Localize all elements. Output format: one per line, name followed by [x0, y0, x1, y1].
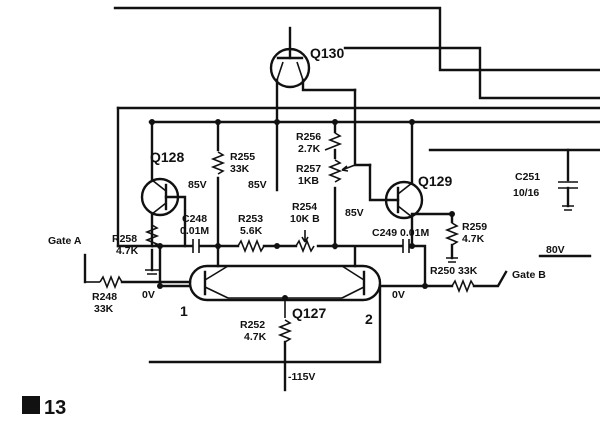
r259-value: 4.7K: [462, 233, 485, 245]
r255-name: R255: [230, 151, 255, 163]
r255-value: 33K: [230, 163, 250, 175]
r256-name: R256: [296, 131, 321, 143]
q129-label: Q129: [418, 173, 452, 189]
q127-label: Q127: [292, 305, 326, 321]
c251-value: 10/16: [513, 187, 539, 199]
r257-name: R257: [296, 163, 321, 175]
r256-value: 2.7K: [298, 143, 321, 155]
gate-b-input: [378, 270, 508, 294]
c249-label: C249 0.01M: [372, 227, 429, 239]
q128-label: Q128: [150, 149, 184, 165]
gate-a-label: Gate A: [48, 235, 82, 247]
r257-value: 1KB: [298, 175, 319, 187]
r248-value: 33K: [94, 303, 114, 315]
r250-label: R250 33K: [430, 265, 478, 277]
q130-label: Q130: [310, 45, 344, 61]
r255-resistor: [210, 120, 226, 250]
c248-name: C248: [182, 213, 207, 225]
r256-r257-chain: [324, 88, 372, 250]
top-feed-lines: [113, 6, 600, 248]
c248-value: 0.01M: [180, 225, 209, 237]
junction-dots: [149, 119, 455, 301]
gate-a-input: [83, 253, 192, 290]
pin-1-label: 1: [180, 303, 188, 319]
q129-transistor: [368, 120, 424, 248]
figure-number: 13: [44, 397, 66, 419]
r252-resistor: [148, 284, 382, 392]
q128-transistor: [140, 120, 187, 248]
c251-capacitor: [538, 148, 592, 258]
r258-resistor: [144, 224, 160, 275]
voltage-85v-right: 85V: [345, 207, 364, 219]
r253-value: 5.6K: [240, 225, 263, 237]
voltage-0v-left: 0V: [142, 289, 155, 301]
voltage-0v-right: 0V: [392, 289, 405, 301]
figure-marker: [22, 396, 40, 414]
c251-name: C251: [515, 171, 540, 183]
voltage-85v-left: 85V: [188, 179, 207, 191]
r258-value: 4.7K: [116, 245, 139, 257]
r253-name: R253: [238, 213, 263, 225]
q130-transistor: [269, 26, 357, 192]
r248-name: R248: [92, 291, 117, 303]
q127-transistor: [188, 246, 382, 318]
r254-value: 10K B: [290, 213, 320, 225]
voltage-85v-mid: 85V: [248, 179, 267, 191]
r252-name: R252: [240, 319, 265, 331]
voltage-80v: 80V: [546, 244, 565, 256]
voltage-neg115v: -115V: [288, 371, 315, 383]
r258-name: R258: [112, 233, 137, 245]
r252-value: 4.7K: [244, 331, 267, 343]
pin-2-label: 2: [365, 311, 373, 327]
r259-name: R259: [462, 221, 487, 233]
r254-name: R254: [292, 201, 317, 213]
gate-b-label: Gate B: [512, 269, 546, 281]
